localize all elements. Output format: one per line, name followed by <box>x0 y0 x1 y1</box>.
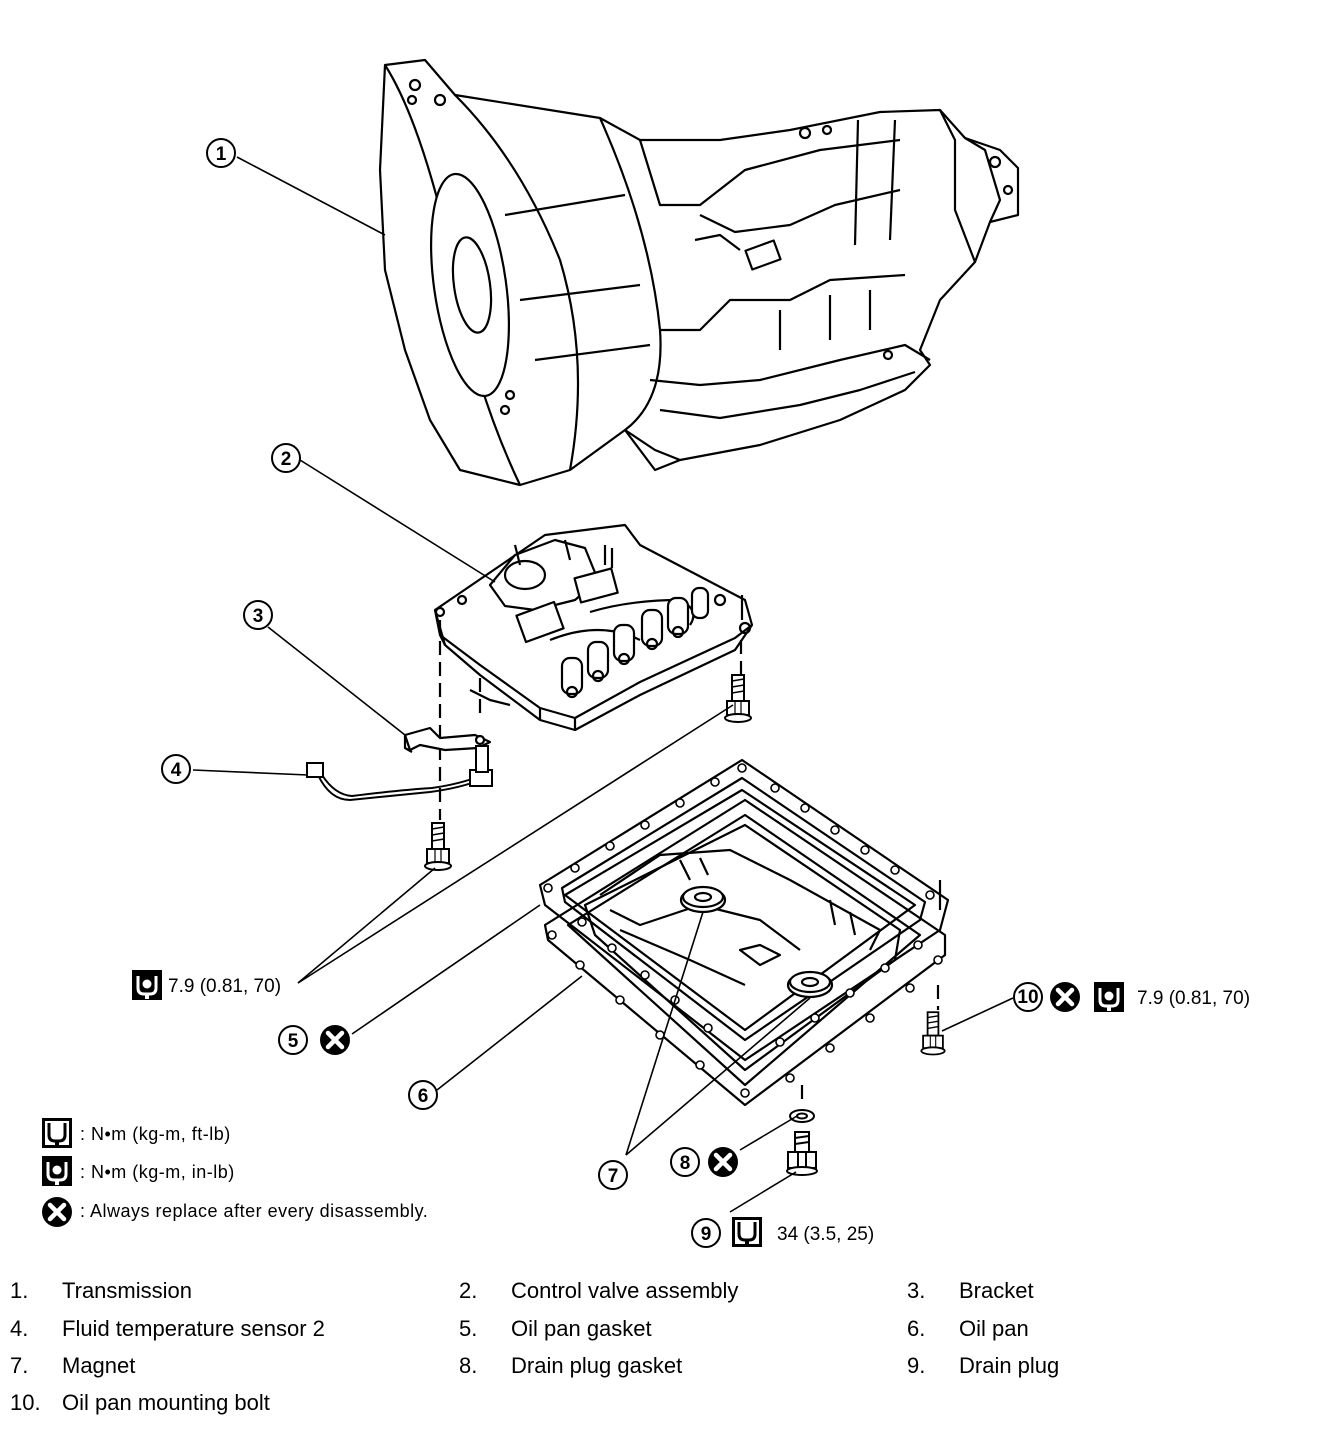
drain-plug-gasket-drawing <box>789 1109 815 1123</box>
always-replace-icon <box>42 1197 72 1227</box>
leader-lines <box>192 156 1014 1213</box>
callout-9: 9 <box>691 1218 721 1248</box>
gasket-holes <box>543 763 943 1098</box>
callout-8: 8 <box>670 1147 700 1177</box>
parts-list: 1. Transmission 2. Control valve assembl… <box>10 1278 1060 1415</box>
svg-text:5: 5 <box>288 1031 299 1052</box>
callout-1: 1 <box>206 138 236 168</box>
torque-spec-sensor-bolt: 7.9 (0.81, 70) <box>168 976 281 997</box>
svg-text:8: 8 <box>680 1153 691 1174</box>
always-replace-icon <box>1050 982 1080 1012</box>
torque-wrench-ft-lb-icon <box>40 1116 74 1150</box>
svg-text:3: 3 <box>253 606 264 627</box>
callout-10: 10 <box>1013 982 1043 1012</box>
sensor-bolt <box>424 822 452 871</box>
legend-ft-lb: : N•m (kg-m, ft-lb) <box>80 1124 231 1144</box>
torque-wrench-in-lb-icon <box>1092 980 1126 1014</box>
control-valve-assembly-drawing <box>433 523 754 732</box>
svg-text:2: 2 <box>281 449 292 470</box>
legend-replace: : Always replace after every disassembly… <box>80 1201 428 1221</box>
torque-wrench-in-lb-icon <box>130 968 164 1002</box>
svg-text:10: 10 <box>1017 987 1038 1008</box>
drain-plug-drawing <box>786 1131 818 1176</box>
callout-2: 2 <box>271 443 301 473</box>
torque-spec-drain-plug: 34 (3.5, 25) <box>777 1224 874 1245</box>
torque-spec-oil-pan-bolt: 7.9 (0.81, 70) <box>1137 988 1250 1009</box>
legend: : N•m (kg-m, ft-lb) : N•m (kg-m, in-lb) … <box>40 1116 428 1227</box>
svg-text:6: 6 <box>418 1086 429 1107</box>
control-valve-bolt <box>724 674 752 723</box>
callout-3: 3 <box>243 600 273 630</box>
transmission-drawing <box>378 58 1020 487</box>
svg-text:4: 4 <box>171 760 182 781</box>
exploded-view-diagram: 1 2 3 4 5 6 7 8 9 10 7.9 (0.81, 70) <box>0 58 1250 1249</box>
oil-pan-mounting-bolt <box>920 1011 946 1056</box>
always-replace-icon <box>708 1147 738 1177</box>
callout-6: 6 <box>408 1080 438 1110</box>
magnet-drawing <box>679 885 834 999</box>
svg-text:9: 9 <box>701 1224 712 1245</box>
callout-5: 5 <box>278 1025 308 1055</box>
svg-text:7: 7 <box>608 1166 619 1187</box>
torque-wrench-in-lb-icon <box>40 1154 74 1188</box>
legend-in-lb: : N•m (kg-m, in-lb) <box>80 1162 235 1182</box>
oil-pan-gasket-drawing <box>538 758 950 1062</box>
svg-text:1: 1 <box>216 144 227 165</box>
torque-wrench-ft-lb-icon <box>730 1215 764 1249</box>
callout-7: 7 <box>598 1160 628 1190</box>
alignment-lines <box>438 620 940 1100</box>
callout-4: 4 <box>161 754 191 784</box>
fluid-temperature-sensor-drawing <box>306 745 493 802</box>
always-replace-icon <box>320 1025 350 1055</box>
